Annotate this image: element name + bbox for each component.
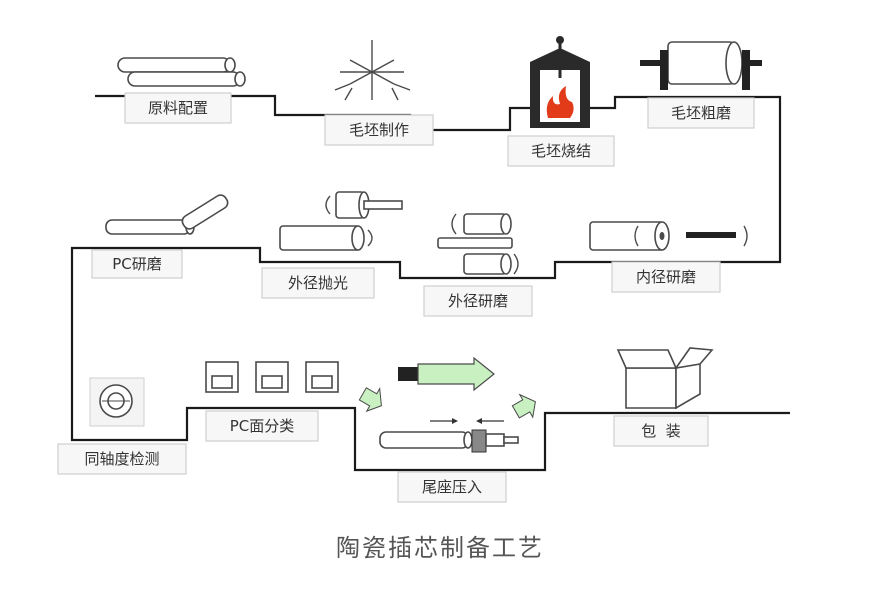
- pc-grinding-icon: [105, 194, 229, 235]
- coaxial-inspection-icon: [89, 377, 145, 427]
- step-tail-seat-press-fit: 尾座压入: [397, 471, 507, 503]
- svg-text:毛坯粗磨: 毛坯粗磨: [671, 104, 731, 122]
- svg-text:包 装: 包 装: [641, 422, 681, 440]
- svg-text:尾座压入: 尾座压入: [422, 478, 482, 496]
- svg-text:毛坯制作: 毛坯制作: [349, 121, 409, 139]
- rough-grinder-icon: [640, 41, 762, 90]
- svg-text:内径研磨: 内径研磨: [636, 268, 696, 286]
- step-inner-diameter-grinding: 内径研磨: [611, 261, 721, 293]
- package-box-icon: [616, 347, 714, 410]
- step-green-sintering: 毛坯烧结: [507, 135, 615, 167]
- svg-text:同轴度检测: 同轴度检测: [84, 450, 159, 468]
- inner-grinding-icon: [589, 221, 748, 251]
- step-coaxiality-inspection: 同轴度检测: [57, 443, 187, 475]
- furnace-icon: [530, 36, 590, 128]
- step-outer-diameter-polishing: 外径抛光: [261, 267, 375, 299]
- svg-text:毛坯烧结: 毛坯烧结: [531, 142, 591, 160]
- step-green-rough-grinding: 毛坯粗磨: [647, 97, 755, 129]
- svg-text:PC面分类: PC面分类: [230, 417, 295, 435]
- sorting-bins-icon: [205, 361, 339, 393]
- step-outer-diameter-grinding: 外径研磨: [423, 285, 533, 317]
- rod-bundle-icon: [117, 57, 246, 87]
- diagram-caption: 陶瓷插芯制备工艺: [336, 534, 544, 562]
- svg-text:PC研磨: PC研磨: [112, 255, 162, 273]
- outer-grinding-icon: [437, 213, 519, 275]
- svg-text:原料配置: 原料配置: [148, 99, 208, 117]
- press-fit-icon: [358, 356, 536, 453]
- polishing-icon: [279, 191, 403, 251]
- step-packaging: 包 装: [613, 415, 709, 447]
- step-green-forming: 毛坯制作: [324, 114, 434, 146]
- step-raw-material: 原料配置: [124, 92, 232, 124]
- process-flow-line: [70, 94, 790, 472]
- step-pc-grinding: PC研磨: [91, 249, 183, 279]
- step-pc-face-sorting: PC面分类: [205, 410, 319, 442]
- svg-text:外径抛光: 外径抛光: [288, 274, 348, 292]
- svg-text:外径研磨: 外径研磨: [448, 292, 508, 310]
- forming-machine-icon: [334, 40, 411, 101]
